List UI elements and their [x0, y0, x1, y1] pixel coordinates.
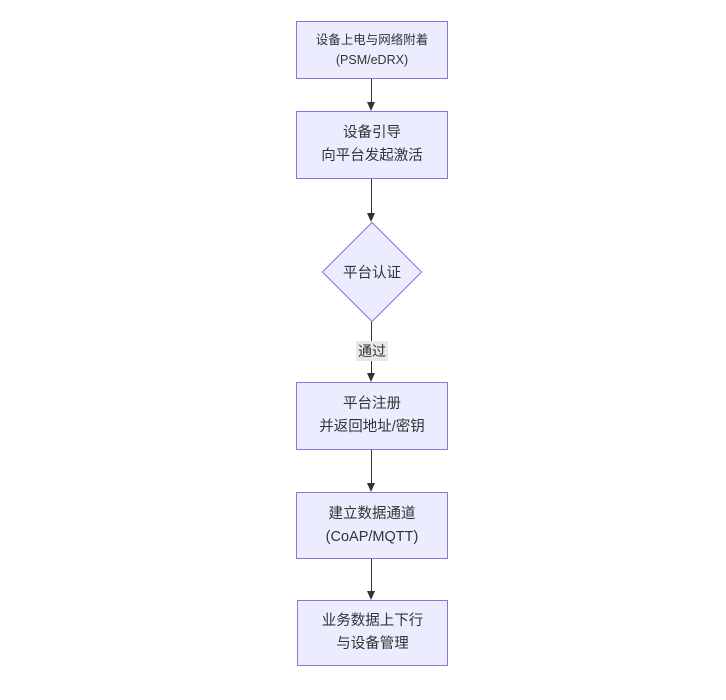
arrowhead-register-to-channel — [367, 483, 375, 492]
node-power-on-line1: 设备上电与网络附着 — [315, 33, 429, 47]
node-power-on-line2: (PSM/eDRX) — [335, 53, 409, 67]
node-auth-label: 平台认证 — [343, 265, 401, 282]
node-bootstrap-line1: 设备引导 — [343, 125, 401, 141]
node-business: 业务数据上下行 与设备管理 — [297, 600, 448, 666]
edge-label-pass: 通过 — [356, 341, 388, 361]
node-business-line2: 与设备管理 — [336, 636, 409, 652]
node-power-on: 设备上电与网络附着 (PSM/eDRX) — [296, 21, 448, 79]
edge-bootstrap-to-auth — [371, 179, 372, 213]
arrowhead-bootstrap-to-auth — [367, 213, 375, 222]
node-register-line1: 平台注册 — [343, 396, 401, 412]
node-register: 平台注册 并返回地址/密钥 — [296, 382, 448, 450]
node-auth: 平台认证 — [321, 221, 423, 323]
node-channel: 建立数据通道 (CoAP/MQTT) — [296, 492, 448, 559]
node-bootstrap-line2: 向平台发起激活 — [321, 148, 423, 164]
node-channel-line2: (CoAP/MQTT) — [325, 528, 419, 545]
arrowhead-auth-to-register — [367, 373, 375, 382]
node-channel-line1: 建立数据通道 — [328, 505, 416, 522]
node-business-line1: 业务数据上下行 — [321, 613, 424, 629]
arrowhead-power-to-bootstrap — [367, 102, 375, 111]
edge-channel-to-business — [371, 559, 372, 591]
edge-register-to-channel — [371, 450, 372, 483]
edge-power-to-bootstrap — [371, 79, 372, 103]
arrowhead-channel-to-business — [367, 591, 375, 600]
node-register-line2: 并返回地址/密钥 — [319, 419, 425, 435]
node-bootstrap: 设备引导 向平台发起激活 — [296, 111, 448, 179]
